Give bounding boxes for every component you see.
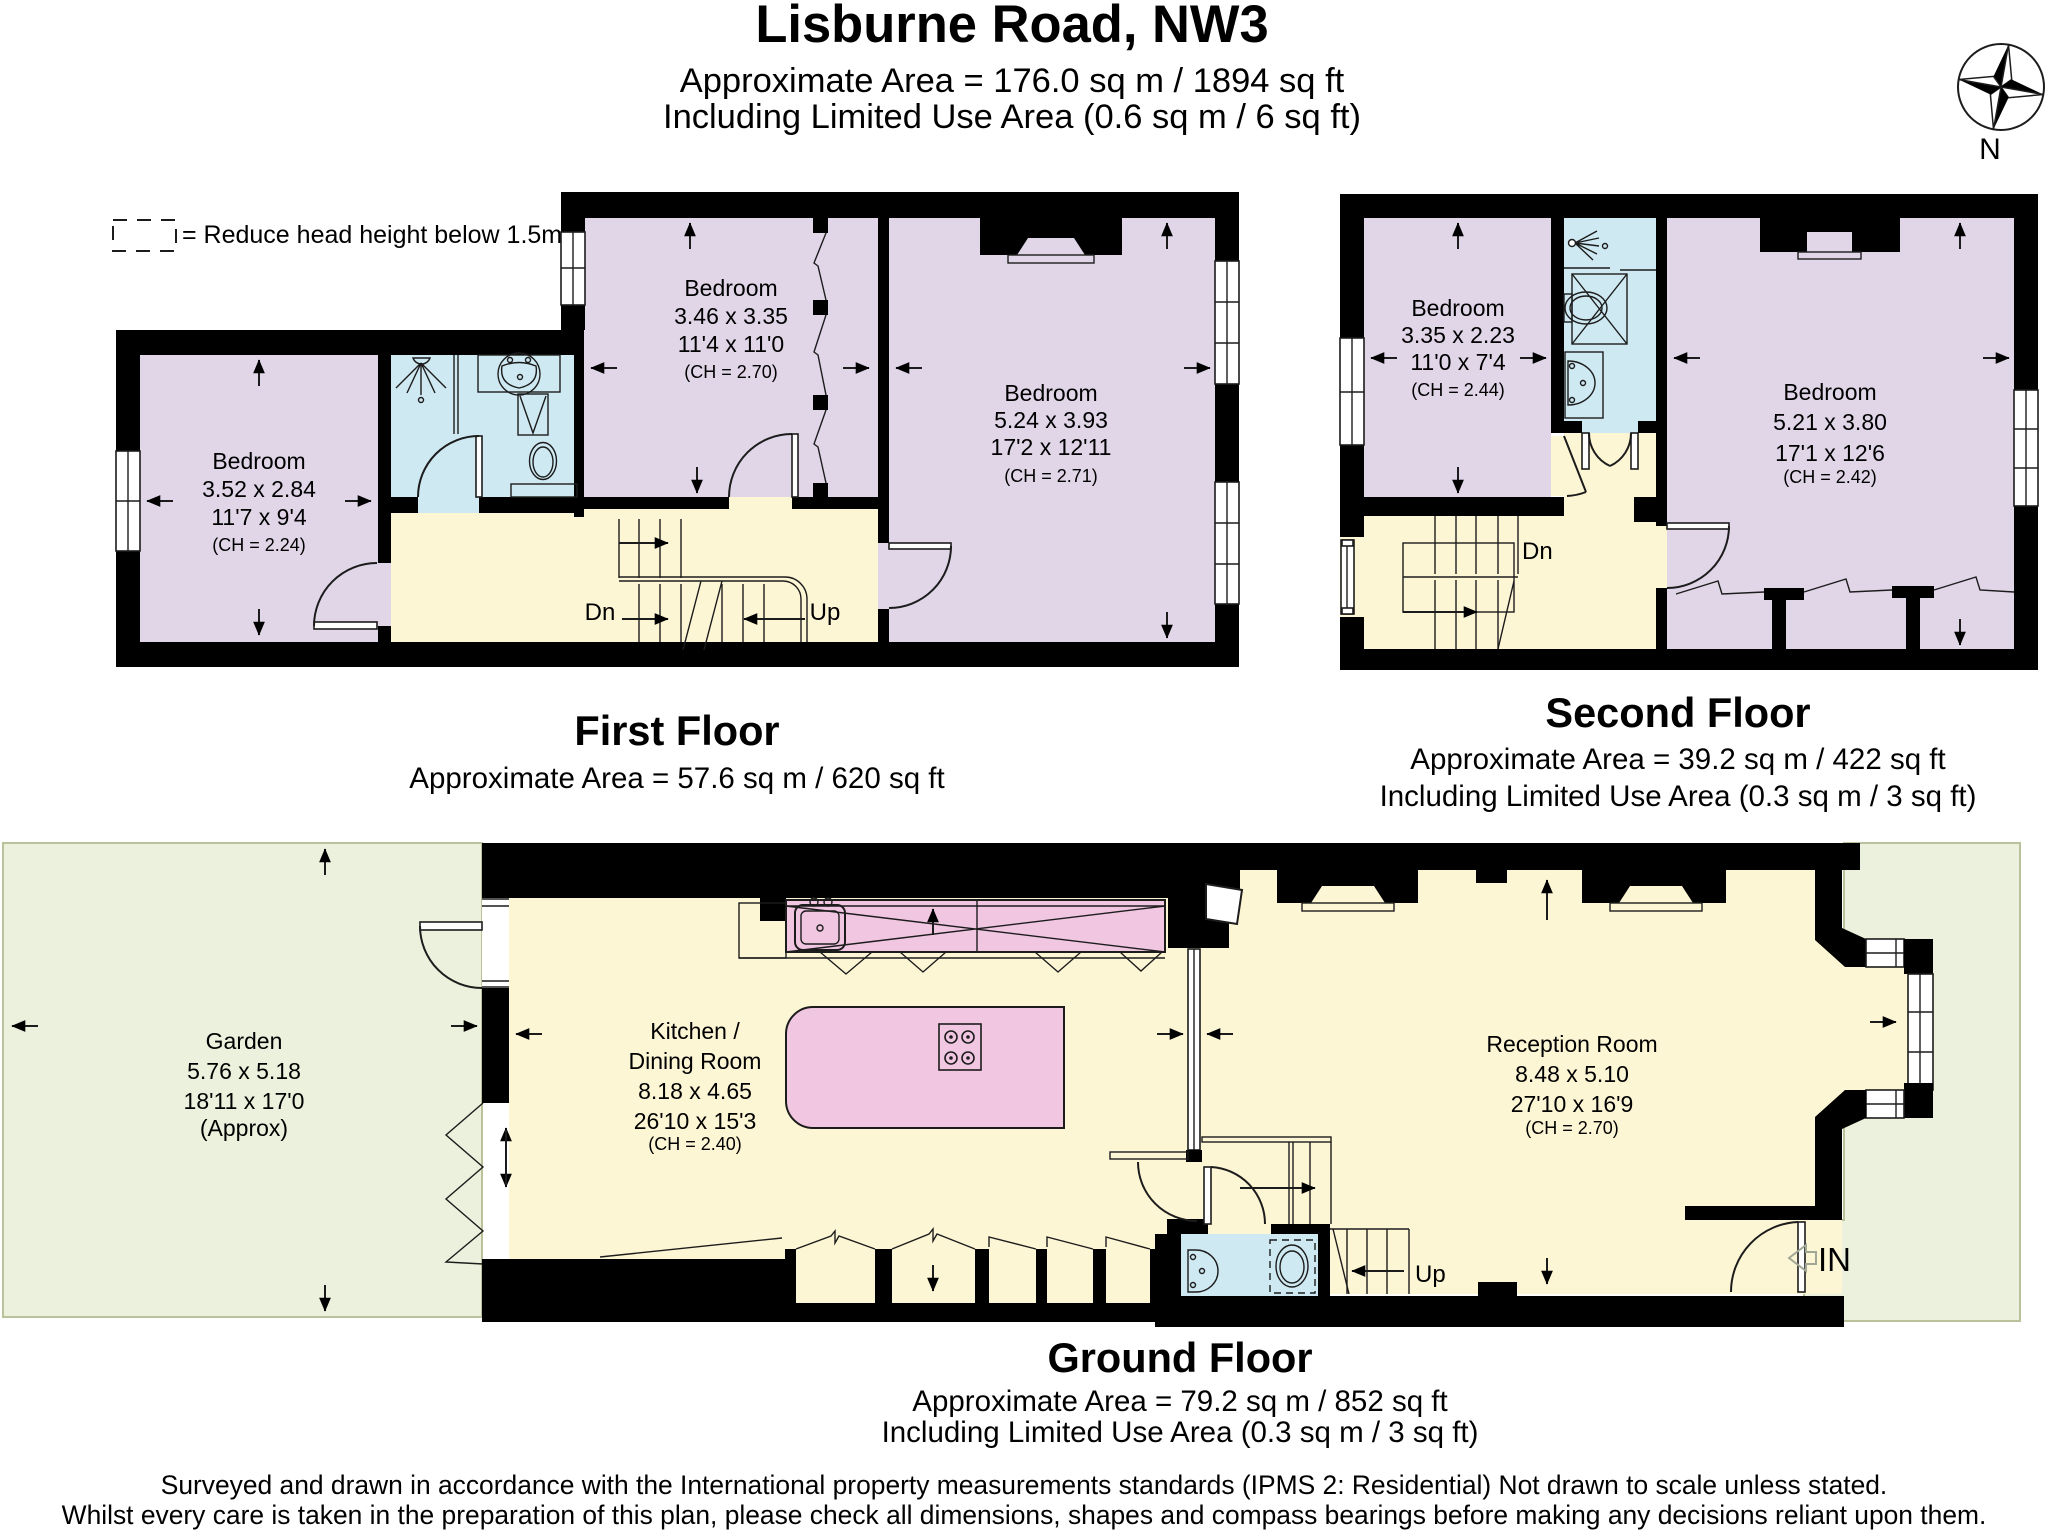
svg-text:Bedroom: Bedroom: [684, 275, 777, 301]
svg-text:3.46 x 3.35: 3.46 x 3.35: [674, 303, 788, 329]
svg-text:11'0 x 7'4: 11'0 x 7'4: [1410, 349, 1506, 375]
svg-text:8.18 x 4.65: 8.18 x 4.65: [638, 1078, 752, 1104]
svg-text:Ground Floor: Ground Floor: [1047, 1334, 1312, 1381]
svg-text:3.35 x 2.23: 3.35 x 2.23: [1401, 322, 1515, 348]
svg-text:Bedroom: Bedroom: [1004, 380, 1097, 406]
svg-text:(CH = 2.70): (CH = 2.70): [684, 362, 778, 382]
svg-text:17'1 x 12'6: 17'1 x 12'6: [1775, 440, 1885, 466]
svg-text:IN: IN: [1818, 1241, 1851, 1278]
svg-text:3.52 x 2.84: 3.52 x 2.84: [202, 476, 316, 502]
svg-text:(CH = 2.40): (CH = 2.40): [648, 1134, 742, 1154]
svg-text:Up: Up: [1415, 1261, 1446, 1288]
svg-text:27'10 x 16'9: 27'10 x 16'9: [1511, 1091, 1634, 1117]
svg-text:11'4 x 11'0: 11'4 x 11'0: [678, 331, 784, 357]
svg-text:= Reduce head height below 1.5: = Reduce head height below 1.5m: [182, 221, 562, 249]
svg-text:Including Limited Use Area (0.: Including Limited Use Area (0.6 sq m / 6…: [663, 98, 1361, 136]
svg-text:17'2 x 12'11: 17'2 x 12'11: [991, 434, 1112, 460]
svg-text:(CH = 2.24): (CH = 2.24): [212, 535, 306, 555]
svg-text:Second Floor: Second Floor: [1545, 689, 1810, 736]
svg-text:Kitchen /: Kitchen /: [650, 1018, 740, 1044]
svg-text:Dining Room: Dining Room: [629, 1048, 762, 1074]
svg-text:Including Limited Use Area (0.: Including Limited Use Area (0.3 sq m / 3…: [882, 1416, 1479, 1449]
svg-text:5.21 x 3.80: 5.21 x 3.80: [1773, 409, 1887, 435]
svg-text:Up: Up: [810, 599, 841, 626]
svg-text:Including Limited Use Area (0.: Including Limited Use Area (0.3 sq m / 3…: [1380, 780, 1977, 813]
svg-text:26'10 x 15'3: 26'10 x 15'3: [634, 1108, 757, 1134]
svg-text:Bedroom: Bedroom: [212, 448, 305, 474]
svg-text:Approximate Area = 176.0 sq m: Approximate Area = 176.0 sq m / 1894 sq …: [680, 62, 1345, 100]
svg-text:Dn: Dn: [1522, 538, 1553, 565]
svg-text:18'11 x 17'0: 18'11 x 17'0: [184, 1088, 305, 1114]
svg-text:Bedroom: Bedroom: [1411, 295, 1504, 321]
svg-text:Garden: Garden: [206, 1028, 283, 1054]
svg-text:(Approx): (Approx): [200, 1115, 288, 1141]
svg-text:(CH = 2.71): (CH = 2.71): [1004, 466, 1098, 486]
svg-text:5.76 x 5.18: 5.76 x 5.18: [187, 1058, 301, 1084]
svg-text:(CH = 2.70): (CH = 2.70): [1525, 1118, 1619, 1138]
svg-text:Dn: Dn: [585, 599, 616, 626]
svg-text:(CH = 2.42): (CH = 2.42): [1783, 467, 1877, 487]
svg-text:Surveyed and drawn in accordan: Surveyed and drawn in accordance with th…: [161, 1470, 1888, 1500]
svg-text:First Floor: First Floor: [574, 707, 779, 754]
svg-text:8.48 x 5.10: 8.48 x 5.10: [1515, 1061, 1629, 1087]
svg-text:(CH = 2.44): (CH = 2.44): [1411, 380, 1505, 400]
svg-text:Whilst every care is taken in: Whilst every care is taken in the prepar…: [62, 1500, 1987, 1530]
svg-text:Approximate Area = 39.2 sq m /: Approximate Area = 39.2 sq m / 422 sq ft: [1410, 743, 1945, 776]
svg-text:N: N: [1979, 133, 2001, 166]
svg-text:Approximate Area = 57.6 sq m /: Approximate Area = 57.6 sq m / 620 sq ft: [409, 762, 944, 795]
svg-text:Lisburne Road, NW3: Lisburne Road, NW3: [755, 0, 1268, 54]
svg-text:Bedroom: Bedroom: [1783, 379, 1876, 405]
svg-text:5.24 x 3.93: 5.24 x 3.93: [994, 407, 1108, 433]
svg-text:Approximate Area = 79.2 sq m /: Approximate Area = 79.2 sq m / 852 sq ft: [912, 1385, 1447, 1418]
svg-text:Reception Room: Reception Room: [1486, 1031, 1657, 1057]
svg-text:11'7 x 9'4: 11'7 x 9'4: [211, 504, 307, 530]
